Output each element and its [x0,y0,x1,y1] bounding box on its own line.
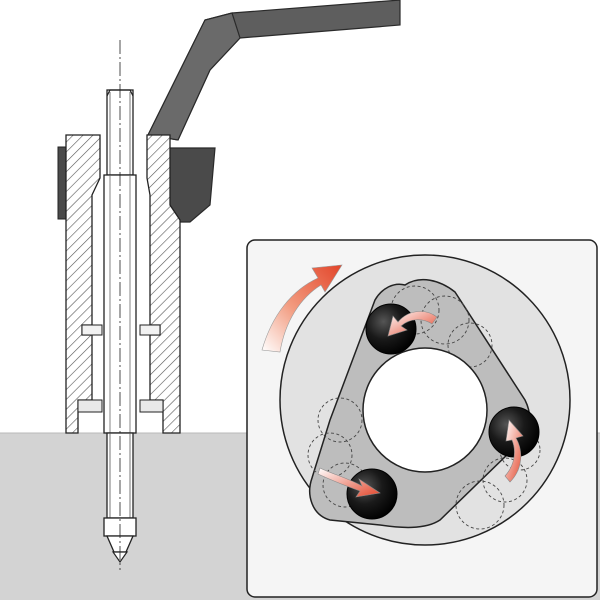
sleeve-body [65,134,181,434]
small-curved-arrow-icon [317,467,381,498]
small-curved-arrow-icon [504,419,524,483]
curved-arrow-icon [261,264,343,353]
small-curved-arrow-icon [387,311,438,337]
lever-handle [147,0,401,223]
center-bore [362,347,488,473]
detail-view [246,239,598,598]
